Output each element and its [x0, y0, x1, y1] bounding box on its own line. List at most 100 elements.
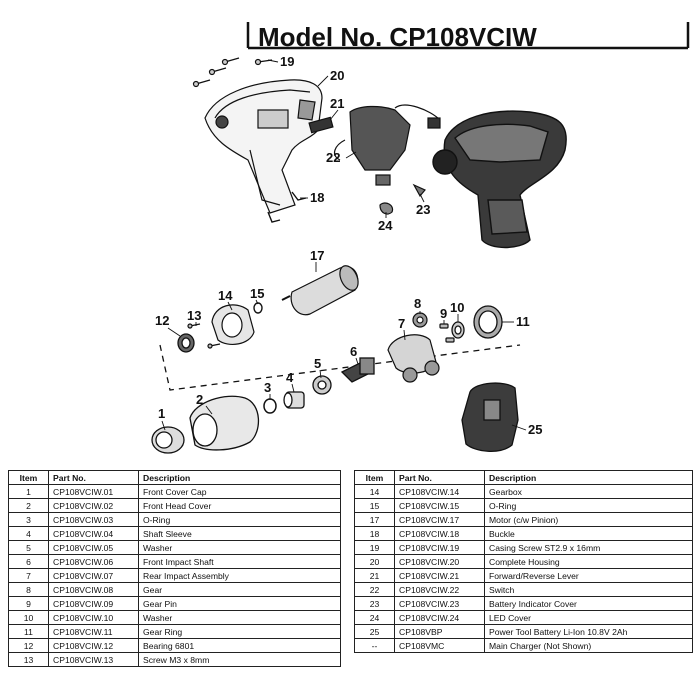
cell-item: 9: [8, 596, 49, 611]
cell-part-no: CP108VCIW.23: [394, 596, 485, 611]
cell-description: Washer: [138, 540, 341, 555]
column-header-part-no: Part No.: [394, 470, 485, 485]
assembly-dashed-line: [159, 344, 521, 391]
column-header-description: Description: [484, 470, 693, 485]
battery-drawing: [461, 382, 519, 452]
cell-part-no: CP108VCIW.06: [48, 554, 139, 569]
cell-description: Rear Impact Assembly: [138, 568, 341, 583]
cell-item: 23: [354, 596, 395, 611]
cell-item: 17: [354, 512, 395, 527]
cell-item: 22: [354, 582, 395, 597]
front-head-cover-drawing: [189, 395, 260, 451]
cell-part-no: CP108VCIW.04: [48, 526, 139, 541]
callout-12: 12: [155, 313, 169, 328]
cell-item: 1: [8, 484, 49, 499]
cell-description: Gearbox: [484, 484, 693, 499]
washer-10-drawing: [451, 321, 465, 339]
callout-10: 10: [450, 300, 464, 315]
column-header-part-no: Part No.: [48, 470, 139, 485]
cell-part-no: CP108VCIW.09: [48, 596, 139, 611]
cell-item: 13: [8, 652, 49, 667]
cell-description: LED Cover: [484, 610, 693, 625]
motor-drawing: [281, 265, 359, 316]
cell-part-no: CP108VCIW.07: [48, 568, 139, 583]
cell-part-no: CP108VCIW.01: [48, 484, 139, 499]
cell-part-no: CP108VCIW.20: [394, 554, 485, 569]
cell-part-no: CP108VCIW.10: [48, 610, 139, 625]
cell-item: 2: [8, 498, 49, 513]
cell-description: Complete Housing: [484, 554, 693, 569]
cell-part-no: CP108VCIW.21: [394, 568, 485, 583]
callout-17: 17: [310, 248, 324, 263]
cell-description: Front Cover Cap: [138, 484, 341, 499]
cell-item: 21: [354, 568, 395, 583]
cell-item: 14: [354, 484, 395, 499]
cell-description: Casing Screw ST2.9 x 16mm: [484, 540, 693, 555]
callout-21: 21: [330, 96, 344, 111]
front-impact-shaft-drawing: [340, 357, 375, 383]
o-ring-15-drawing: [253, 302, 263, 314]
callout-20: 20: [330, 68, 344, 83]
callout-7: 7: [398, 316, 405, 331]
cell-description: O-Ring: [138, 512, 341, 527]
cell-description: Gear Pin: [138, 596, 341, 611]
cell-part-no: CP108VCIW.11: [48, 624, 139, 639]
cell-item: 24: [354, 610, 395, 625]
callout-18: 18: [310, 190, 324, 205]
cell-description: O-Ring: [484, 498, 693, 513]
callout-24: 24: [378, 218, 393, 233]
cell-part-no: CP108VCIW.12: [48, 638, 139, 653]
cell-item: 19: [354, 540, 395, 555]
cell-part-no: CP108VCIW.24: [394, 610, 485, 625]
callout-14: 14: [218, 288, 233, 303]
exploded-parts-diagram: Model No. CP108VCIW: [151, 22, 690, 454]
cell-item: 8: [8, 582, 49, 597]
shaft-sleeve-drawing: [283, 391, 305, 409]
cell-part-no: CP108VCIW.05: [48, 540, 139, 555]
cell-part-no: CP108VCIW.19: [394, 540, 485, 555]
cell-part-no: CP108VCIW.18: [394, 526, 485, 541]
callout-23: 23: [416, 202, 430, 217]
callout-22: 22: [326, 150, 340, 165]
cell-part-no: CP108VCIW.08: [48, 582, 139, 597]
callout-1: 1: [158, 406, 165, 421]
cell-part-no: CP108VMC: [394, 638, 485, 653]
housing-half-drawing: [204, 79, 323, 214]
cell-description: Main Charger (Not Shown): [484, 638, 693, 653]
callout-4: 4: [286, 370, 294, 385]
bearing-drawing: [177, 333, 195, 353]
cell-description: Motor (c/w Pinion): [484, 512, 693, 527]
leader-lines: [161, 59, 527, 431]
cell-item: 20: [354, 554, 395, 569]
gear-pins-drawing: [439, 323, 455, 343]
switch-assembly-drawing: [308, 104, 441, 215]
cell-description: Forward/Reverse Lever: [484, 568, 693, 583]
cell-description: Shaft Sleeve: [138, 526, 341, 541]
callout-25: 25: [528, 422, 542, 437]
callout-2: 2: [196, 392, 203, 407]
cell-description: Battery Indicator Cover: [484, 596, 693, 611]
cell-item: 3: [8, 512, 49, 527]
cell-item: --: [354, 638, 395, 653]
buckle-drawing: [267, 191, 307, 223]
